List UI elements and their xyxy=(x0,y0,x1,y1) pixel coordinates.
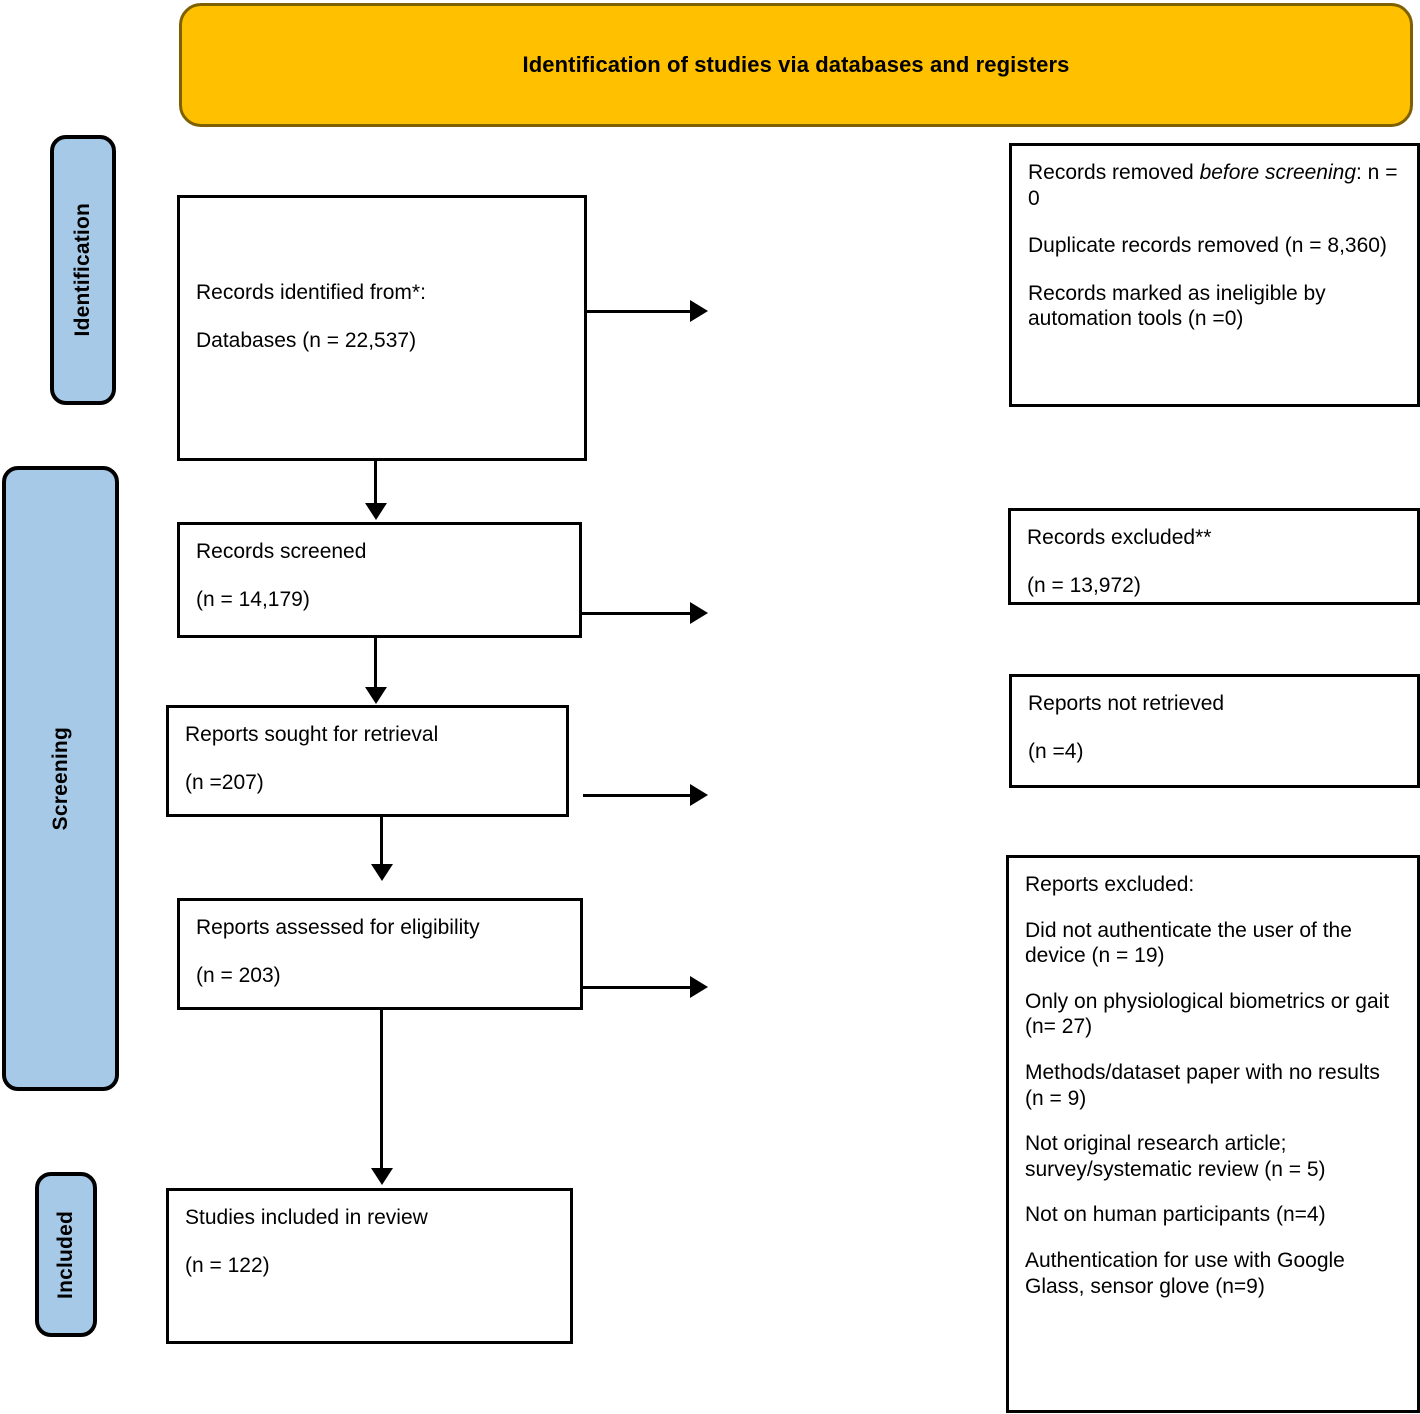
reports-excluded-reason: Only on physiological biometrics or gait… xyxy=(1025,989,1390,1039)
reports-not-retrieved-line1: Reports not retrieved xyxy=(1028,692,1225,715)
diagram-title: Identification of studies via databases … xyxy=(522,52,1070,77)
box-reports-sought: Reports sought for retrieval (n =207) xyxy=(166,705,569,817)
reports-excluded-reason: Authentication for use with Google Glass… xyxy=(1025,1249,1345,1298)
records-removed-line1: Records removed before screening: n = 0 xyxy=(1028,160,1401,211)
arrowhead-screened-to-excluded xyxy=(690,602,708,624)
box-records-excluded: Records excluded** (n = 13,972) xyxy=(1008,508,1420,605)
stage-label-identification: Identification xyxy=(50,135,116,405)
stage-label-screening-text: Screening xyxy=(48,726,72,831)
stage-label-identification-text: Identification xyxy=(71,203,94,337)
box-reports-not-retrieved: Reports not retrieved (n =4) xyxy=(1009,674,1420,788)
box-reports-excluded: Reports excluded: Did not authenticate t… xyxy=(1006,855,1420,1413)
connector-sought-to-assessed xyxy=(380,817,383,865)
reports-assessed-line1: Reports assessed for eligibility xyxy=(196,916,480,939)
reports-excluded-reason: Did not authenticate the user of the dev… xyxy=(1025,918,1352,968)
records-identified-line2: Databases (n = 22,537) xyxy=(196,328,417,352)
records-removed-line3: Records marked as ineligible by automati… xyxy=(1028,281,1326,331)
box-records-screened: Records screened (n = 14,179) xyxy=(177,522,582,638)
records-excluded-line1: Records excluded** xyxy=(1027,526,1212,549)
connector-screened-to-sought xyxy=(374,638,377,688)
stage-label-included: Included xyxy=(35,1172,97,1337)
stage-label-included-text: Included xyxy=(54,1210,77,1299)
reports-assessed-line2: (n = 203) xyxy=(196,963,281,987)
arrowhead-identified-to-screened xyxy=(365,503,387,520)
connector-screened-to-excluded xyxy=(582,612,690,615)
records-removed-line1-plain-a: Records removed xyxy=(1028,161,1200,184)
reports-excluded-heading: Reports excluded: xyxy=(1025,873,1195,896)
arrowhead-identified-to-removed xyxy=(690,300,708,322)
diagram-header-banner: Identification of studies via databases … xyxy=(179,3,1413,127)
arrowhead-assessed-to-reportsexcluded xyxy=(690,976,708,998)
reports-not-retrieved-line2: (n =4) xyxy=(1028,739,1084,763)
box-records-identified: Records identified from*: Databases (n =… xyxy=(177,195,587,461)
reports-excluded-reason: Not original research article; survey/sy… xyxy=(1025,1132,1326,1181)
connector-assessed-to-included xyxy=(380,1010,383,1170)
records-screened-line1: Records screened xyxy=(196,540,367,563)
stage-label-screening: Screening xyxy=(2,466,119,1091)
reports-sought-line1: Reports sought for retrieval xyxy=(185,723,439,746)
records-removed-line2: Duplicate records removed (n = 8,360) xyxy=(1028,234,1387,258)
reports-excluded-reason: Not on human participants (n=4) xyxy=(1025,1203,1326,1227)
arrowhead-assessed-to-included xyxy=(371,1168,393,1185)
reports-sought-line2: (n =207) xyxy=(185,770,264,794)
studies-included-line2: (n = 122) xyxy=(185,1253,270,1277)
arrowhead-screened-to-sought xyxy=(365,687,387,704)
reports-excluded-reason: Methods/dataset paper with no results (n… xyxy=(1025,1061,1380,1110)
records-identified-line1: Records identified from*: xyxy=(196,281,426,304)
connector-assessed-to-reportsexcluded xyxy=(583,986,690,989)
records-removed-line1-plain-b: : n = 0 xyxy=(1028,161,1398,210)
box-studies-included: Studies included in review (n = 122) xyxy=(166,1188,573,1344)
box-records-removed: Records removed before screening: n = 0 … xyxy=(1009,143,1420,407)
records-screened-line2: (n = 14,179) xyxy=(196,587,310,611)
connector-sought-to-notretrieved xyxy=(583,794,690,797)
arrowhead-sought-to-assessed xyxy=(371,864,393,881)
studies-included-line1: Studies included in review xyxy=(185,1206,428,1229)
connector-identified-to-removed xyxy=(587,310,690,313)
connector-identified-to-screened xyxy=(374,461,377,506)
arrowhead-sought-to-notretrieved xyxy=(690,784,708,806)
records-removed-line1-italic: before screening xyxy=(1199,161,1357,184)
records-excluded-line2: (n = 13,972) xyxy=(1027,573,1141,597)
box-reports-assessed: Reports assessed for eligibility (n = 20… xyxy=(177,898,583,1010)
